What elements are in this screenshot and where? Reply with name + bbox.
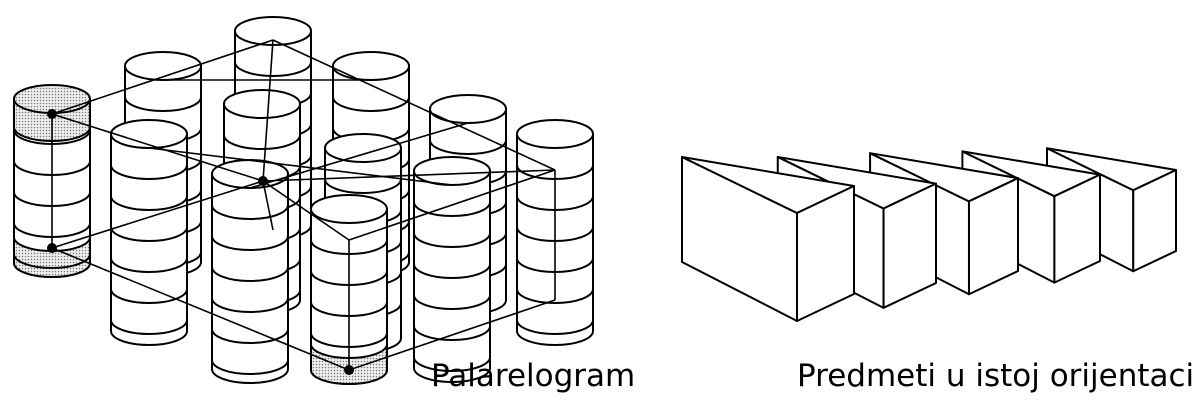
lattice-line — [51, 39, 274, 115]
disk-divider — [110, 195, 188, 211]
disk-divider — [211, 266, 289, 282]
disk-divider — [332, 96, 410, 112]
disk-divider — [223, 134, 301, 150]
disk-divider — [211, 359, 289, 375]
wedge — [681, 156, 855, 322]
parallelogram-caption: Palarelogram — [431, 358, 636, 394]
disk-divider — [413, 325, 491, 341]
disk-divider — [413, 263, 491, 279]
wedge-front-face — [967, 177, 1019, 296]
cylinder-body — [211, 173, 289, 384]
cylinder-stack — [110, 119, 188, 346]
lattice-line — [272, 39, 556, 171]
wedge-front-face — [882, 182, 937, 309]
disk-divider — [413, 201, 491, 217]
disk-divider — [211, 328, 289, 344]
cylinder-body — [413, 170, 491, 383]
lattice-node — [47, 243, 57, 253]
lattice-line — [148, 147, 453, 186]
lattice-line — [51, 113, 264, 182]
disk-divider — [124, 96, 202, 112]
disk-divider — [516, 288, 594, 304]
disk-divider — [110, 257, 188, 273]
lattice-line — [51, 180, 264, 249]
cylinder-top — [429, 94, 507, 124]
disk-divider — [234, 61, 312, 77]
same-orientation-caption: Predmeti u istoj orijentaciji — [797, 358, 1193, 394]
parallelogram-cylinder-grid — [13, 16, 594, 385]
lattice-line — [262, 169, 556, 182]
lattice-line — [262, 180, 274, 231]
wedge-front-face — [1053, 173, 1101, 284]
cylinder-top — [332, 51, 410, 81]
cylinder-top — [13, 84, 91, 114]
disk-divider — [211, 235, 289, 251]
disk-divider — [110, 319, 188, 335]
cylinder-body — [110, 133, 188, 346]
same-orientation-wedges — [681, 147, 1177, 322]
cylinder-top — [110, 119, 188, 149]
lattice-line — [51, 247, 350, 371]
disk-divider — [413, 232, 491, 248]
cylinder-stack — [413, 156, 491, 383]
disk-divider — [413, 294, 491, 310]
lattice-line — [348, 299, 556, 371]
lattice-line — [249, 122, 469, 189]
lattice-node — [258, 176, 268, 186]
wedge-front-face — [1132, 169, 1177, 273]
disk-divider — [211, 204, 289, 220]
disk-divider — [110, 164, 188, 180]
disk-divider — [324, 178, 402, 194]
disk-divider — [516, 319, 594, 335]
lattice-line — [348, 169, 556, 241]
cylinder-top — [310, 194, 388, 224]
disk-divider — [413, 356, 491, 372]
disk-divider — [13, 253, 91, 269]
lattice-line — [262, 39, 274, 182]
disk-divider — [110, 288, 188, 304]
cylinder-top — [413, 156, 491, 186]
cylinder-top — [324, 133, 402, 163]
wedge-front-face — [796, 185, 855, 322]
lattice-node — [47, 109, 57, 119]
cylinder-top — [223, 89, 301, 119]
disk-divider — [211, 297, 289, 313]
cylinder-top — [124, 51, 202, 81]
cylinder-top — [516, 119, 594, 149]
lattice-node — [344, 365, 354, 375]
lattice-line — [262, 180, 350, 241]
disk-divider — [110, 226, 188, 242]
